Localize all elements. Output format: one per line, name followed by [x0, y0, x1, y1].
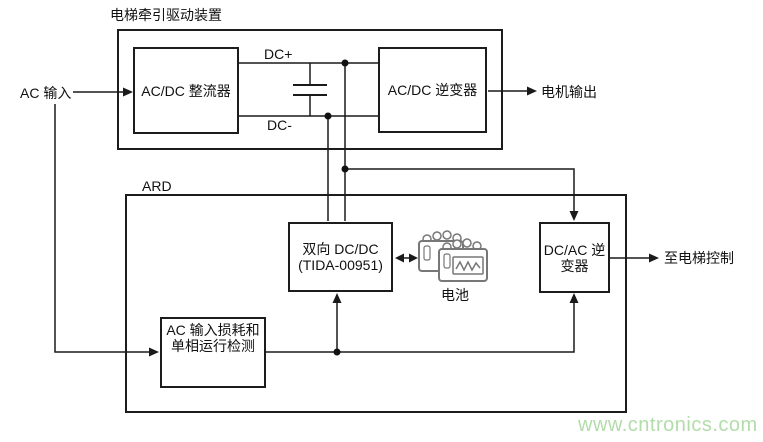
- ard-title: ARD: [142, 178, 172, 194]
- drive-unit-outer-box: [117, 29, 503, 150]
- ac-loss-detection-box-label: AC 输入损耗和 单相运行检测: [166, 322, 260, 354]
- acdc-rectifier-box-label: AC/DC 整流器: [141, 82, 231, 99]
- dcac-inverter-box-label: DC/AC 逆 变器: [543, 241, 606, 274]
- drive-unit-title: 电梯牵引驱动装置: [110, 7, 222, 23]
- bidirectional-dcdc-box-label: 双向 DC/DC (TIDA-00951): [298, 241, 383, 273]
- acdc-inverter-box-label: AC/DC 逆变器: [387, 82, 478, 98]
- elevator-control-label: 至电梯控制: [664, 250, 734, 266]
- bidirectional-dcdc-box: 双向 DC/DC (TIDA-00951): [288, 222, 393, 292]
- dc-plus-label: DC+: [264, 46, 293, 62]
- ac-loss-detection-box: AC 输入损耗和 单相运行检测: [160, 317, 266, 388]
- junction-dot-bus-branch: [341, 165, 349, 173]
- dcac-inverter-box: DC/AC 逆 变器: [539, 222, 610, 293]
- elevator-control-arrowhead: [649, 253, 659, 263]
- motor-output-arrowhead: [527, 86, 537, 96]
- dc-minus-label: DC-: [267, 117, 292, 133]
- ac-input-label: AC 输入: [20, 85, 72, 101]
- acdc-inverter-box: AC/DC 逆变器: [378, 47, 487, 133]
- acdc-rectifier-box: AC/DC 整流器: [133, 47, 239, 134]
- watermark-text: www.cntronics.com: [578, 414, 758, 436]
- battery-label: 电池: [441, 287, 469, 303]
- motor-output-label: 电机输出: [541, 84, 597, 100]
